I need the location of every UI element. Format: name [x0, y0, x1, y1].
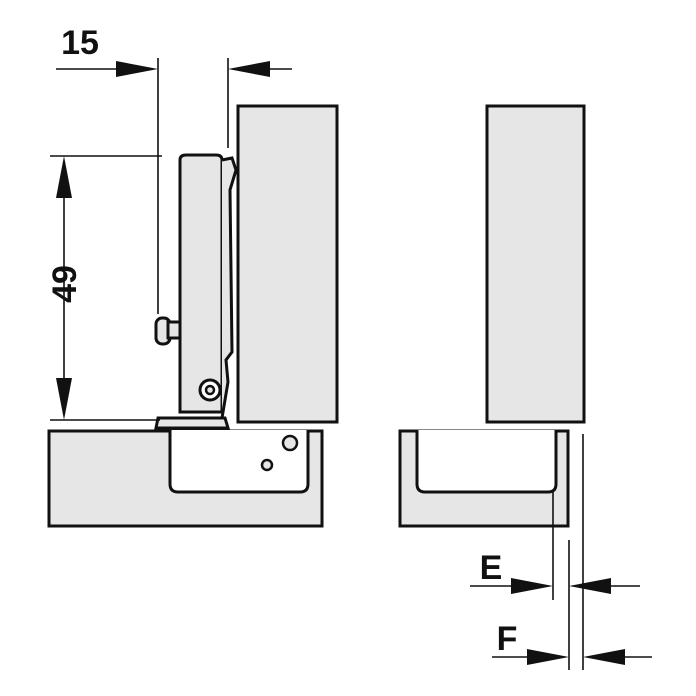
dim-15-arrow-right — [228, 61, 270, 77]
cup-hole-small — [260, 458, 274, 472]
hinge-arm — [178, 153, 224, 414]
dim-49-arrow-bottom — [56, 378, 72, 420]
hinge-base-plate — [154, 416, 231, 430]
hinge-cup-left — [168, 430, 310, 494]
cup-hole-large — [281, 434, 299, 452]
adjustment-screw-stem — [166, 320, 182, 340]
dim-e-arrow-left — [511, 578, 553, 594]
dim-e-arrow-right — [569, 578, 611, 594]
hinge-cup-right — [415, 430, 558, 494]
right-assembly: E F — [398, 104, 652, 670]
dim-e-label: E — [480, 549, 503, 587]
door-panel-right — [485, 104, 586, 424]
dim-f-label: F — [497, 620, 518, 658]
dim-f-arrow-right — [583, 649, 625, 665]
dim-15-arrow-left — [116, 61, 158, 77]
dim-49-label: 49 — [46, 265, 84, 303]
dim-49-arrow-top — [56, 156, 72, 198]
door-panel-left — [236, 104, 339, 424]
dim-f-arrow-left — [527, 649, 569, 665]
hinge-pivot-center — [204, 384, 216, 396]
hinge-knuckle — [220, 156, 238, 419]
left-assembly: 15 49 — [46, 24, 339, 528]
dim-15-label: 15 — [61, 24, 99, 62]
